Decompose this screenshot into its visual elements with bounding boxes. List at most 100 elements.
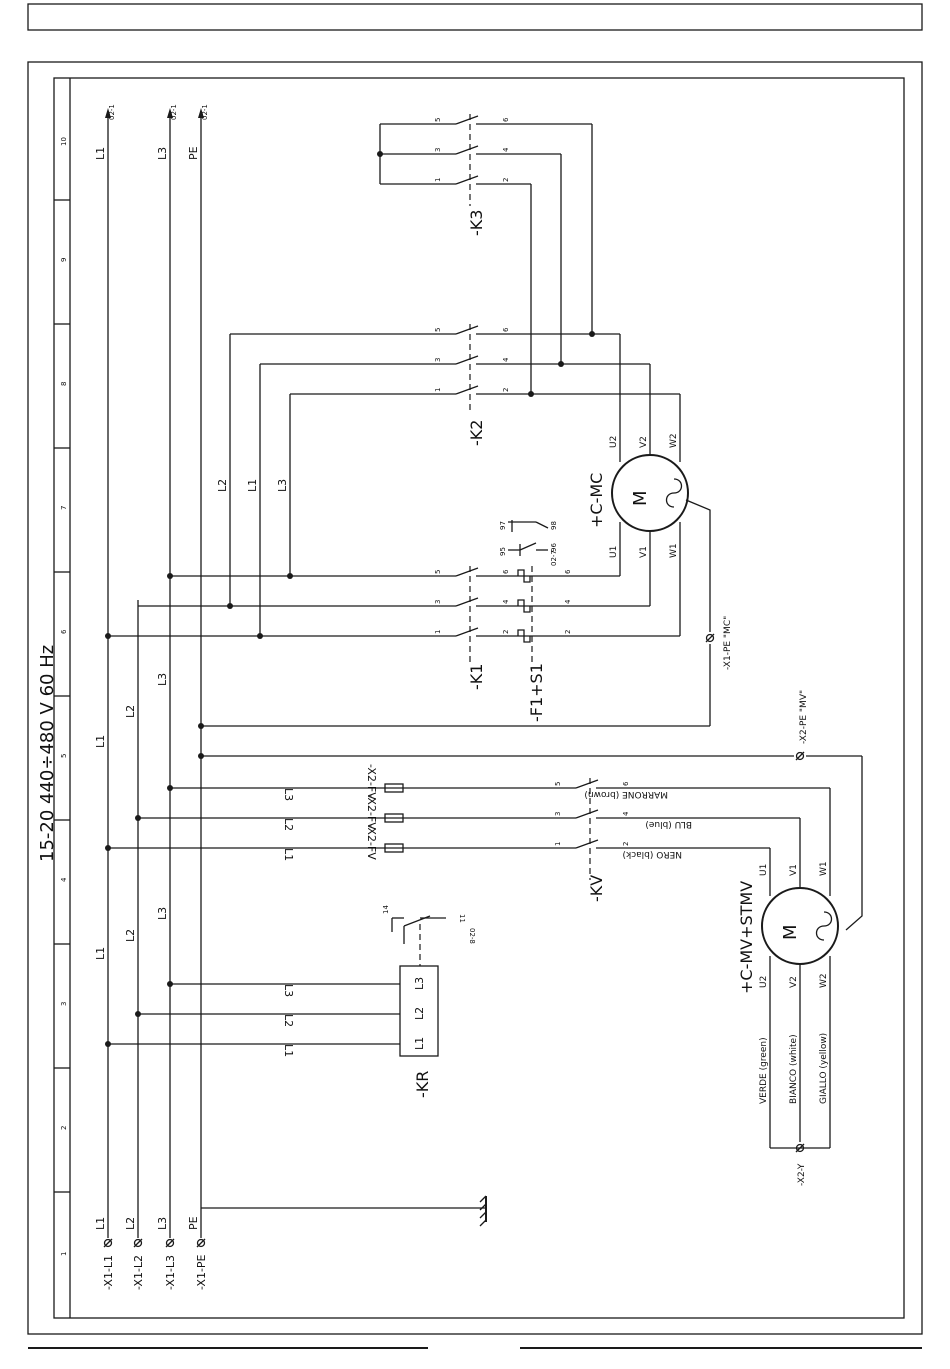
fuse-l2: -X2-FV	[365, 794, 378, 830]
f1-aux-98: 98	[550, 521, 558, 530]
mv-term-u1: U1	[759, 864, 769, 876]
kv-feed-l1: L1	[282, 848, 295, 861]
contactor-kv	[105, 751, 863, 931]
kr-term-l3: L3	[413, 977, 426, 990]
grid-col-8: 8	[60, 382, 68, 386]
terminal-x1-l2: -X1-L2	[132, 1255, 145, 1290]
contactor-k1	[105, 566, 680, 666]
motor-mv-symbol: M	[780, 924, 801, 940]
k3-contact-3: 3	[434, 148, 442, 152]
fuse-l3: -X2-FV	[365, 764, 378, 800]
mv-term-v2: V2	[789, 976, 799, 988]
k2-feed-l2: L2	[216, 479, 229, 492]
mc-term-u2: U2	[609, 436, 619, 448]
label-x1-pe-mc: -X1-PE "MC"	[723, 616, 733, 670]
mc-term-w2: W2	[669, 433, 679, 448]
grid-col-3: 3	[60, 1002, 68, 1006]
grid-col-1: 1	[60, 1252, 68, 1256]
relay-kr	[105, 915, 446, 1057]
label-kr: -KR	[413, 1071, 432, 1098]
kv-feed-l2: L2	[282, 818, 295, 831]
label-x2-pe-mv: -X2-PE "MV"	[799, 690, 809, 744]
terminal-x1-pe: -X1-PE	[195, 1254, 208, 1290]
f1-contact-2: 2	[564, 630, 572, 634]
grid-col-2: 2	[60, 1126, 68, 1130]
label-k1: -K1	[467, 664, 486, 690]
f1-aux-95: 95	[499, 547, 507, 556]
bus-mid-l3-b: L3	[156, 673, 169, 686]
mv-term-u2: U2	[759, 976, 769, 988]
label-motor-mc: +C-MC	[587, 473, 606, 528]
bus-mid-l1-a: L1	[94, 947, 107, 960]
kv-contact-6: 6	[622, 781, 630, 786]
k1-contact-1: 1	[434, 630, 442, 634]
terminal-x1-l3: -X1-L3	[164, 1255, 177, 1290]
label-motor-mv: +C-MV+STMV	[737, 881, 756, 994]
label-f1-s1: -F1+S1	[527, 663, 546, 722]
wire-color-yellow: GIALLO (yellow)	[819, 1033, 829, 1104]
mc-term-u1: U1	[609, 546, 619, 558]
fuse-l1: -X2-FV	[365, 824, 378, 860]
bus-mid-l2-b: L2	[124, 705, 137, 718]
wire-color-blue: BLU (blue)	[645, 819, 692, 829]
k3-contact-1: 1	[434, 178, 442, 182]
bus-label-pe-top: PE	[187, 146, 200, 160]
kv-contact-2: 2	[622, 842, 630, 846]
mc-term-v2: V2	[639, 436, 649, 448]
k2-contact-3: 3	[434, 358, 442, 362]
kr-contact-11: 11	[458, 914, 466, 923]
power-bus	[103, 108, 487, 1248]
contactor-k3	[377, 114, 593, 394]
terminal-x1-l1: -X1-L1	[102, 1255, 115, 1290]
mv-term-w2: W2	[819, 973, 829, 988]
k3-contact-4: 4	[502, 147, 510, 152]
k2-contact-4: 4	[502, 357, 510, 362]
k2-contact-2: 2	[502, 388, 510, 392]
bus-label-l1-bottom: L1	[94, 1217, 107, 1230]
mc-term-w1: W1	[669, 543, 679, 558]
kr-term-l1: L1	[413, 1037, 426, 1050]
kr-term-l2: L2	[413, 1007, 426, 1020]
grid-col-10: 10	[60, 137, 68, 146]
k1-contact-3: 3	[434, 600, 442, 604]
kv-contact-4: 4	[622, 811, 630, 816]
wire-color-green: VERDE (green)	[759, 1037, 769, 1104]
label-k3: -K3	[467, 210, 486, 236]
bus-mid-l2-a: L2	[124, 929, 137, 942]
label-k2: -K2	[467, 420, 486, 446]
contactor-k2	[227, 324, 680, 639]
page-title: 15-20 440÷480 V 60 Hz	[37, 645, 58, 862]
k2-feed-l3: L3	[276, 479, 289, 492]
k1-contact-4: 4	[502, 599, 510, 604]
grid-col-9: 9	[60, 258, 68, 262]
bus-mid-l3-a: L3	[156, 907, 169, 920]
bus-ref-l1: 02-1	[108, 104, 116, 120]
k2-contact-1: 1	[434, 388, 442, 392]
kv-feed-l3: L3	[282, 788, 295, 801]
f1-contact-6: 6	[564, 569, 572, 574]
k1-contact-2: 2	[502, 630, 510, 634]
f1-contact-4: 4	[564, 599, 572, 604]
wire-color-black: NERO (black)	[622, 849, 682, 859]
f1-aux-97: 97	[499, 521, 507, 530]
grid-col-4: 4	[60, 877, 68, 882]
bus-mid-l1-b: L1	[94, 735, 107, 748]
page-frame	[27, 3, 923, 1349]
k3-contact-5: 5	[434, 118, 442, 122]
k1-contact-6: 6	[502, 569, 510, 574]
k2-contact-6: 6	[502, 327, 510, 332]
bus-label-l2-bottom: L2	[124, 1217, 137, 1230]
bus-label-l1-top: L1	[94, 147, 107, 160]
wire-color-white: BIANCO (white)	[789, 1034, 799, 1104]
kr-feed-l3: L3	[282, 984, 295, 997]
label-kv: -KV	[587, 875, 606, 902]
label-x2-y: -X2-Y	[797, 1163, 807, 1186]
kr-contact-14: 14	[382, 905, 390, 914]
bus-label-l3-top: L3	[156, 147, 169, 160]
grid-col-5: 5	[60, 754, 68, 758]
bus-ref-pe: 02-1	[201, 104, 209, 120]
mv-term-w1: W1	[819, 861, 829, 876]
bus-label-l3-bottom: L3	[156, 1217, 169, 1230]
kv-contact-3: 3	[554, 812, 562, 816]
